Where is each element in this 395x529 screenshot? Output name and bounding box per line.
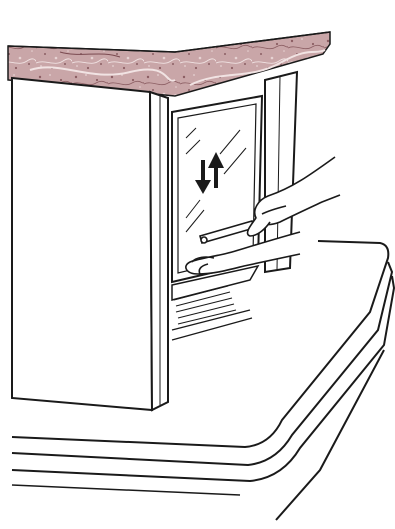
left-wall: [12, 78, 168, 410]
